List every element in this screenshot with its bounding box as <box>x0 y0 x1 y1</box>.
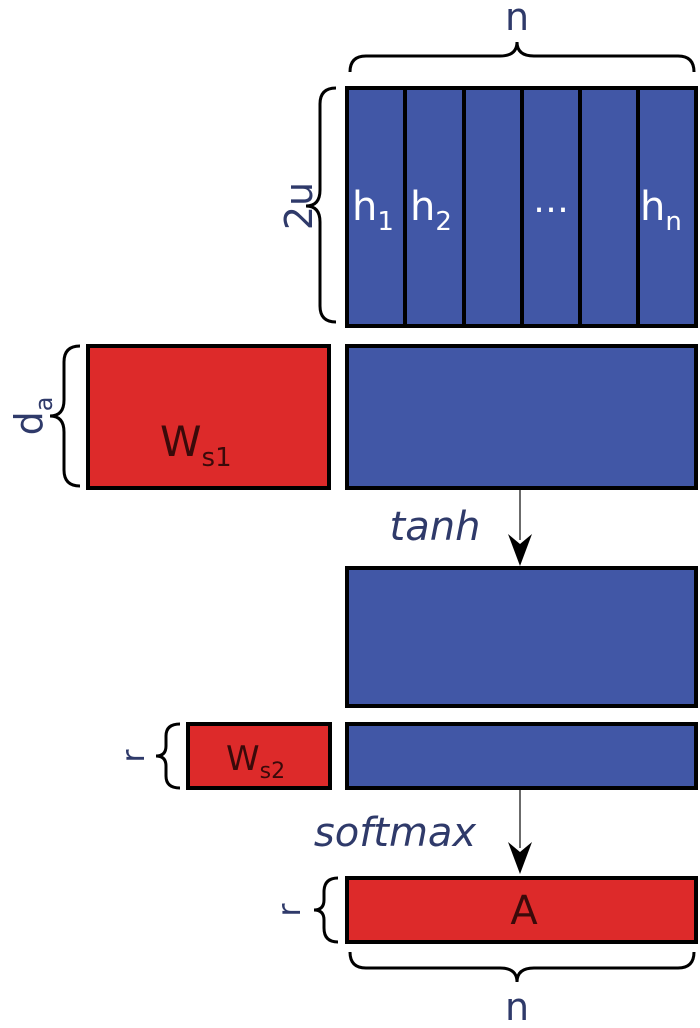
da-brace <box>49 344 81 488</box>
top-brace <box>348 41 696 73</box>
r-brace-2 <box>313 876 339 944</box>
r-label-1: r <box>114 749 152 763</box>
ws1-h-product <box>345 344 698 490</box>
h1-label: h1 <box>352 184 394 237</box>
n-top-label: n <box>505 0 529 39</box>
r-brace-1 <box>155 722 181 790</box>
ws2-matrix <box>186 722 332 790</box>
ws1-matrix <box>86 344 331 490</box>
ws2-product <box>345 722 698 790</box>
tanh-arrowhead <box>508 534 532 566</box>
hn-label: hn <box>640 184 682 237</box>
softmax-label: softmax <box>314 810 477 856</box>
two-u-brace <box>305 86 337 324</box>
a-label: A <box>510 888 538 934</box>
ws2-label: Ws2 <box>226 739 285 784</box>
r-label-2: r <box>270 903 308 917</box>
ws1-label: Ws1 <box>160 417 232 473</box>
softmax-arrowhead <box>508 842 532 874</box>
tanh-output <box>345 566 698 708</box>
two-u-label: 2u <box>277 182 321 230</box>
tanh-label: tanh <box>390 504 481 550</box>
attention-matrix-a <box>345 876 698 944</box>
n-bottom-label: n <box>505 985 529 1028</box>
h2-label: h2 <box>410 184 452 237</box>
bottom-brace <box>348 951 696 983</box>
ellipsis-label: … <box>533 180 569 221</box>
da-label: da <box>7 397 58 436</box>
